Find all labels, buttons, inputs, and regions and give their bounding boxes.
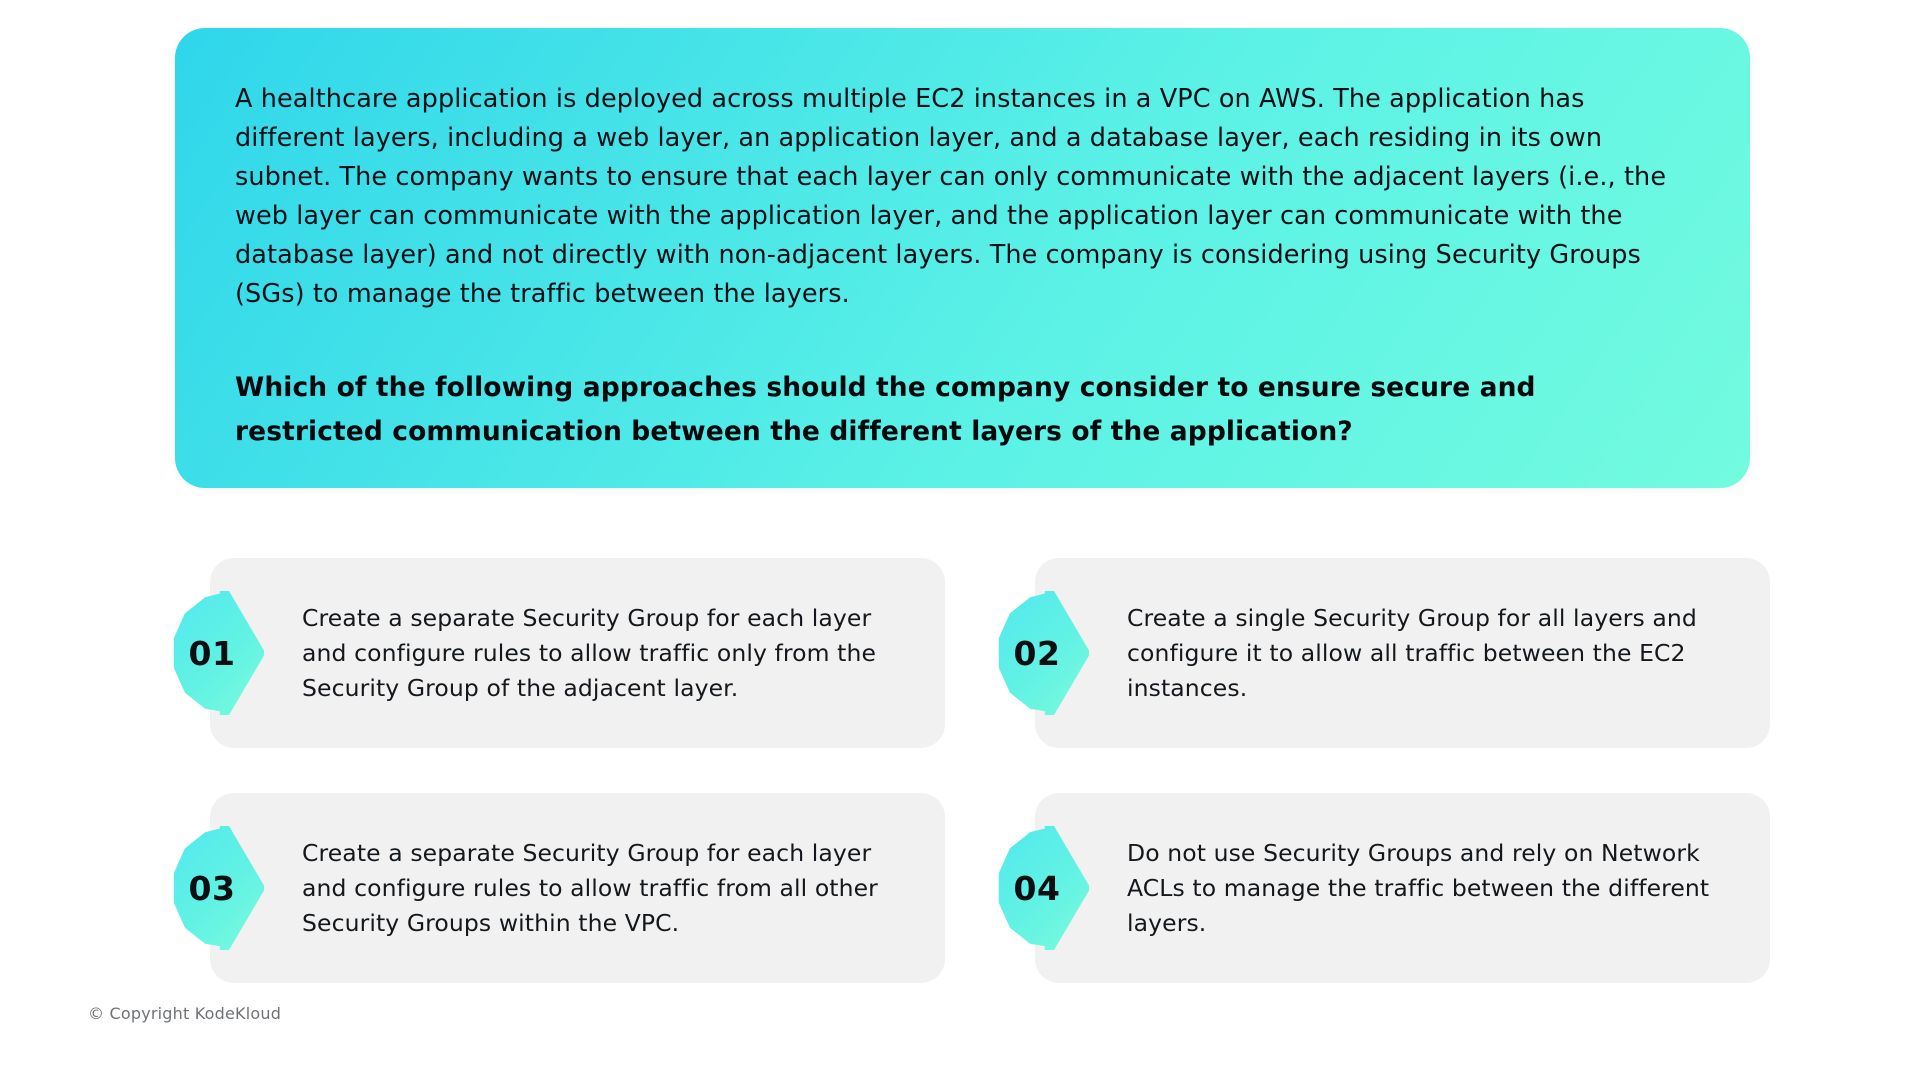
question-text: Which of the following approaches should… [235, 372, 1536, 447]
option-number-badge-icon: 02 [997, 591, 1089, 715]
answer-option-01[interactable]: 01 Create a separate Security Group for … [173, 558, 945, 748]
answer-option-04[interactable]: 04 Do not use Security Groups and rely o… [998, 793, 1770, 983]
answer-options-grid: 01 Create a separate Security Group for … [173, 558, 1770, 983]
option-number-badge-icon: 04 [997, 826, 1089, 950]
option-text: Create a separate Security Group for eac… [302, 838, 878, 937]
option-text: Create a single Security Group for all l… [1127, 603, 1697, 702]
answer-option-03[interactable]: 03 Create a separate Security Group for … [173, 793, 945, 983]
option-number-label: 04 [1013, 868, 1061, 908]
option-number-badge-icon: 03 [172, 826, 264, 950]
copyright-footer: © Copyright KodeKloud [88, 1004, 282, 1023]
question-banner: A healthcare application is deployed acr… [175, 28, 1750, 488]
answer-option-02[interactable]: 02 Create a single Security Group for al… [998, 558, 1770, 748]
option-text: Create a separate Security Group for eac… [302, 603, 877, 702]
option-number-label: 01 [188, 633, 236, 673]
option-number-badge-icon: 01 [172, 591, 264, 715]
option-number-label: 02 [1013, 633, 1061, 673]
option-text: Do not use Security Groups and rely on N… [1127, 838, 1710, 937]
option-number-label: 03 [188, 868, 236, 908]
scenario-text: A healthcare application is deployed acr… [235, 84, 1667, 309]
